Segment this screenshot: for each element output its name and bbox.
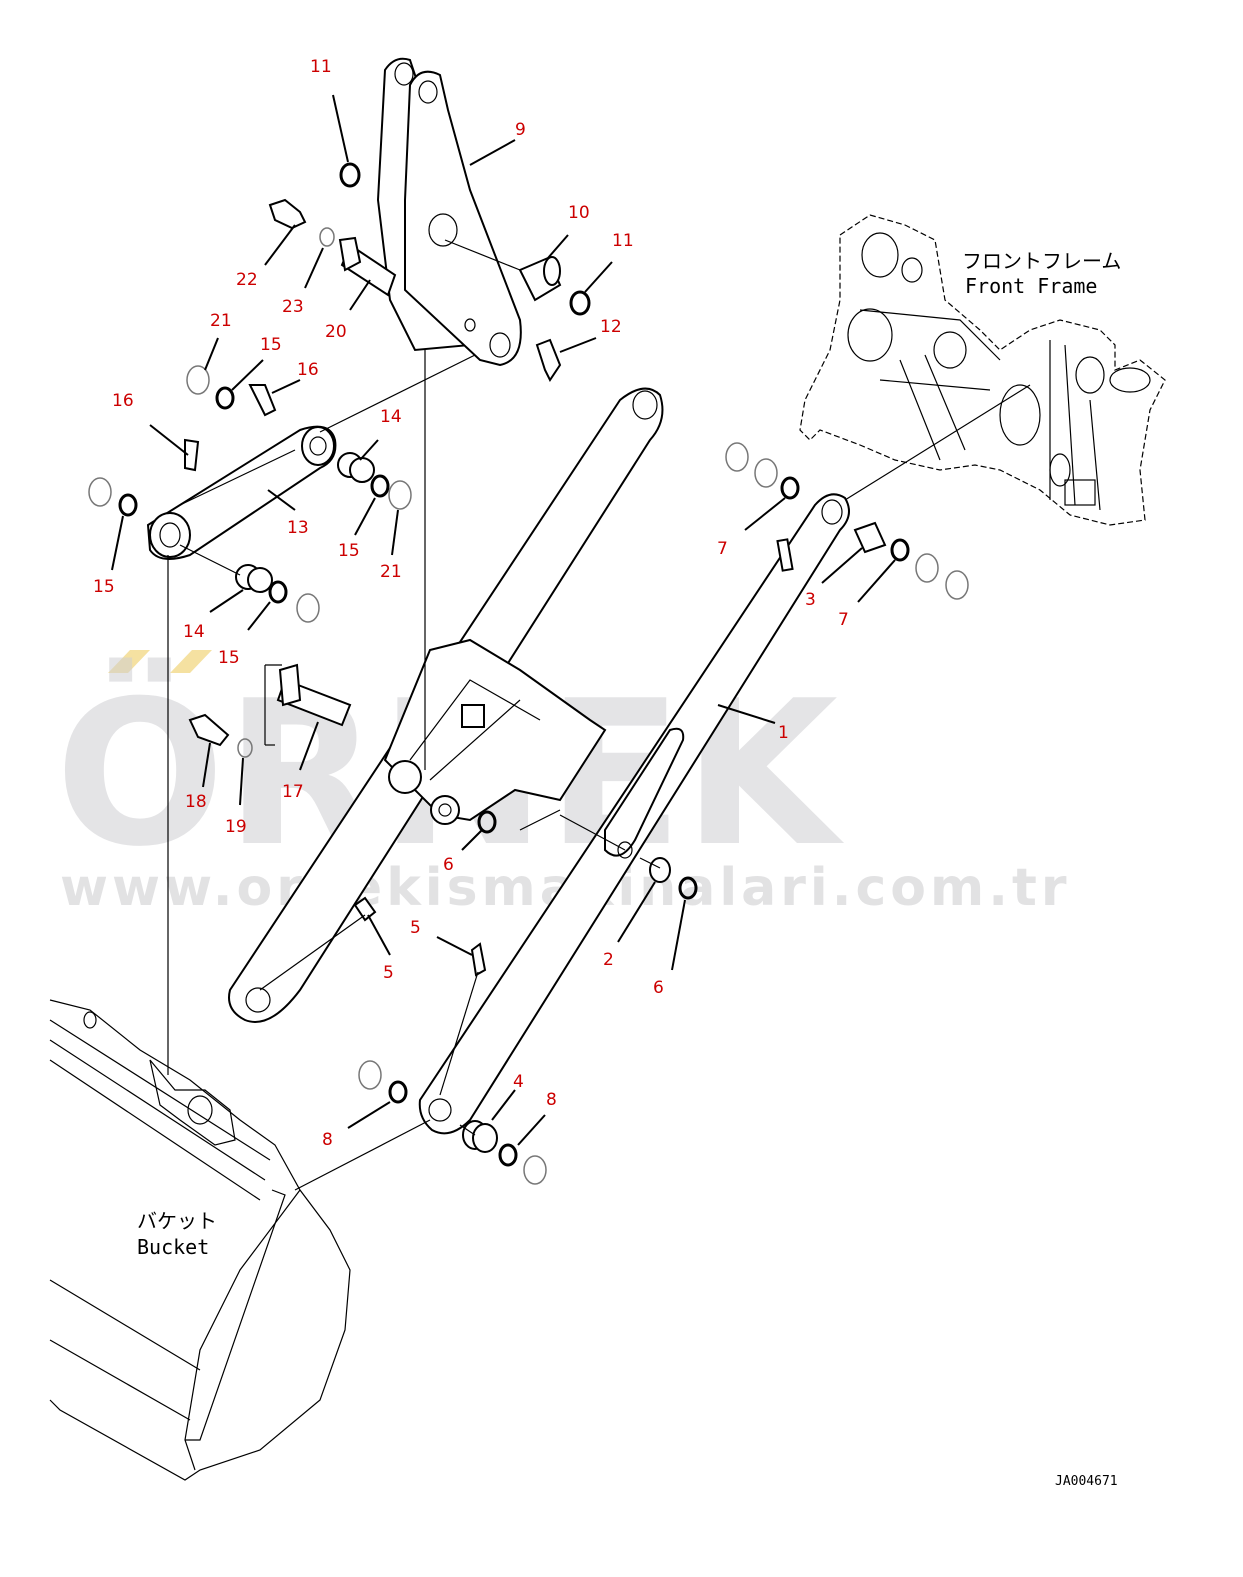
callout-label: 8: [322, 1130, 333, 1150]
callout-label: 22: [236, 270, 258, 290]
callout-label: 1: [778, 723, 789, 743]
callout-label: 7: [717, 539, 728, 559]
callout-label: 10: [568, 203, 590, 223]
callout-label: 21: [380, 562, 402, 582]
bucket-label-en: Bucket: [137, 1235, 209, 1259]
bellcrank: [376, 57, 522, 367]
callout-label: 13: [287, 518, 309, 538]
callout-label: 16: [297, 360, 319, 380]
callout-label: 19: [225, 817, 247, 837]
lift-arm: [418, 493, 850, 1135]
callout-label: 17: [282, 782, 304, 802]
callout-label: 14: [183, 622, 205, 642]
callout-label: 4: [513, 1072, 524, 1092]
callout-label: 5: [410, 918, 421, 938]
seals-and-shims: [88, 162, 969, 1185]
drawing-code: JA004671: [1055, 1474, 1118, 1489]
callout-label: 18: [185, 792, 207, 812]
callout-label: 6: [443, 855, 454, 875]
bucket: バケット Bucket: [49, 999, 351, 1481]
callout-label: 15: [218, 648, 240, 668]
callout-label: 3: [805, 590, 816, 610]
front-frame-label-jp: フロントフレーム: [962, 249, 1121, 273]
assembly-lines: [167, 239, 1031, 1191]
front-frame: フロントフレーム Front Frame: [799, 214, 1166, 526]
callout-label: 23: [282, 297, 304, 317]
callout-label: 11: [310, 57, 332, 77]
callout-label: 16: [112, 391, 134, 411]
tilt-link: [146, 425, 337, 560]
boom-cross-tube: [383, 638, 607, 825]
callout-label: 15: [260, 335, 282, 355]
callout-label: 7: [838, 610, 849, 630]
callout-label: 20: [325, 322, 347, 342]
callout-label: 14: [380, 407, 402, 427]
callout-label: 12: [600, 317, 622, 337]
callout-label: 5: [383, 963, 394, 983]
callout-label: 11: [612, 231, 634, 251]
callout-label: 15: [93, 577, 115, 597]
callout-label: 6: [653, 978, 664, 998]
callout-label: 9: [515, 120, 526, 140]
callout-label: 15: [338, 541, 360, 561]
front-frame-label-en: Front Frame: [965, 274, 1097, 298]
bucket-label-jp: バケット: [137, 1209, 217, 1233]
callout-label: 2: [603, 950, 614, 970]
pins-and-bushings: [184, 198, 887, 1153]
callout-label: 8: [546, 1090, 557, 1110]
leader-lines: [111, 94, 896, 1146]
callout-label: 21: [210, 311, 232, 331]
callouts: 11 9 10 11 22 23 20 12 21 15 16 16 14 13…: [93, 57, 849, 1150]
